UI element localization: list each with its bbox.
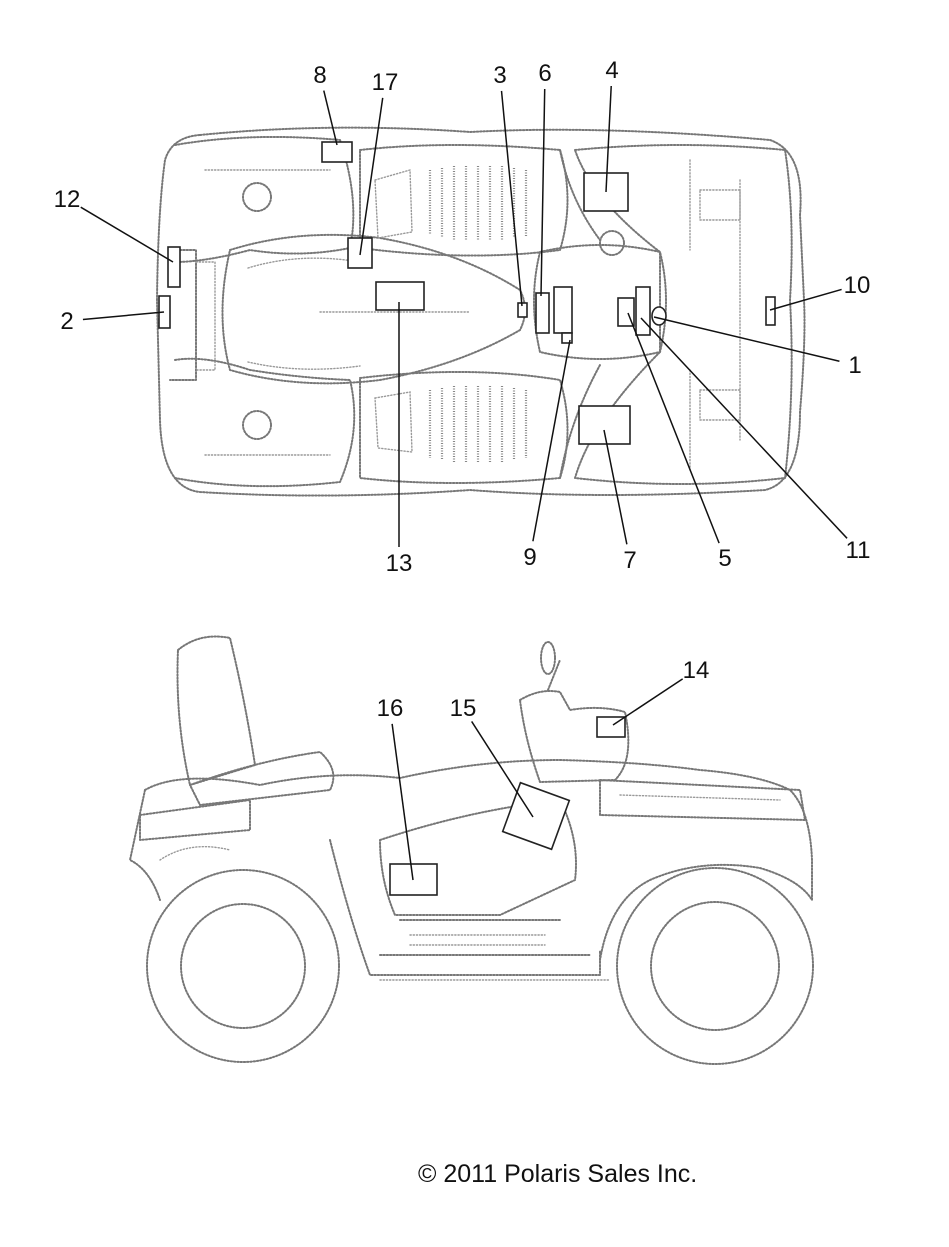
- callout-leader-7: [603, 429, 628, 545]
- callout-label-7: 7: [623, 547, 636, 574]
- atv-top-view: [156, 126, 806, 497]
- footwell-hatching-bottom: [374, 386, 528, 462]
- decal-7: [578, 405, 631, 445]
- decal-15: [501, 781, 571, 851]
- footwell-hatching-top: [374, 166, 528, 240]
- callout-leader-5: [627, 312, 720, 544]
- decal-10: [765, 296, 776, 326]
- decal-6: [535, 292, 550, 334]
- decal-1: [651, 306, 667, 326]
- callout-label-5: 5: [718, 545, 731, 572]
- callout-leader-15: [471, 721, 534, 818]
- callout-label-17: 17: [372, 69, 399, 96]
- decal-11: [635, 286, 651, 336]
- callout-leader-3: [500, 90, 523, 307]
- callout-label-1: 1: [848, 352, 861, 379]
- callout-leader-16: [391, 723, 414, 881]
- callout-leader-6: [540, 88, 546, 297]
- callout-leader-11: [640, 317, 848, 539]
- callout-label-13: 13: [386, 550, 413, 577]
- side-view-decals: [389, 716, 626, 896]
- callout-label-11: 11: [846, 537, 871, 564]
- callout-leader-14: [612, 678, 684, 726]
- decal-9: [553, 286, 573, 334]
- decal-13: [375, 281, 425, 311]
- decal-12: [167, 246, 181, 288]
- callout-label-14: 14: [683, 657, 710, 684]
- callout-label-4: 4: [605, 57, 618, 84]
- callout-label-9: 9: [523, 544, 536, 571]
- callout-leader-12: [80, 206, 174, 263]
- decal-3: [517, 302, 528, 318]
- callout-leader-17: [359, 97, 384, 256]
- callout-label-8: 8: [313, 62, 326, 89]
- callout-label-6: 6: [538, 60, 551, 87]
- callout-label-2: 2: [60, 308, 73, 335]
- callout-leader-2: [82, 311, 165, 321]
- callout-leader-1: [653, 316, 840, 363]
- callout-leader-10: [769, 288, 842, 311]
- callout-label-10: 10: [844, 272, 871, 299]
- callout-label-3: 3: [493, 62, 506, 89]
- callout-label-16: 16: [377, 695, 404, 722]
- callout-leader-9: [532, 339, 571, 542]
- callout-label-15: 15: [450, 695, 477, 722]
- copyright-notice: © 2011 Polaris Sales Inc.: [418, 1160, 698, 1188]
- callout-label-12: 12: [54, 186, 81, 213]
- callout-leader-4: [605, 85, 612, 193]
- decal-9b: [561, 332, 573, 344]
- callout-leader-8: [323, 90, 338, 146]
